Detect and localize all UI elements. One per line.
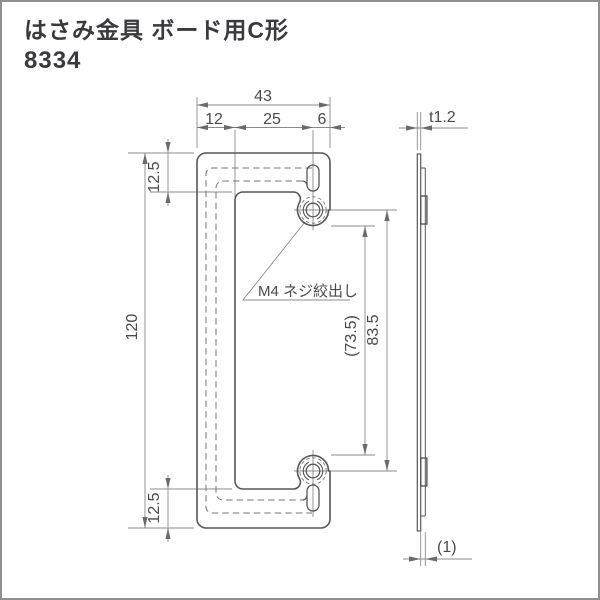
title-block: はさみ金具 ボード用C形 8334 [24, 16, 289, 76]
side-top-boss [420, 195, 428, 225]
dimension-labels: 43 12 25 6 12.5 120 12.5 83.5 (73.5) M4 … [124, 88, 457, 556]
dim-left-bar-width-label: 12 [205, 111, 223, 128]
dim-hole-pitch-label: 83.5 [365, 314, 382, 345]
dimension-arrows [142, 102, 437, 562]
dim-top-flange-label: 12.5 [146, 161, 163, 192]
product-code: 8334 [24, 46, 82, 74]
bottom-screw-hole [299, 457, 327, 485]
tab-slots [302, 164, 320, 512]
dim-inner-clearance-label: (73.5) [343, 315, 360, 357]
hidden-flange-lines [205, 167, 312, 514]
product-name: はさみ金具 ボード用C形 [24, 17, 289, 43]
dim-bottom-flange-label: 12.5 [146, 492, 163, 523]
dim-edge-to-hole-label: 25 [263, 111, 281, 128]
hole-note-label: M4 ネジ絞出し [258, 282, 358, 300]
dim-thickness-label: t1.2 [429, 109, 456, 126]
part-outline [196, 152, 331, 529]
top-slot [306, 164, 320, 192]
dim-total-width-label: 43 [254, 88, 272, 105]
dim-total-height-label: 120 [124, 314, 141, 341]
side-view [416, 153, 428, 532]
dim-protrusion-label: (1) [437, 539, 457, 556]
side-bottom-boss [420, 457, 428, 487]
front-view [196, 152, 331, 529]
side-plate [416, 153, 422, 532]
dim-hole-to-edge-label: 6 [318, 111, 327, 128]
top-screw-hole [299, 196, 327, 224]
